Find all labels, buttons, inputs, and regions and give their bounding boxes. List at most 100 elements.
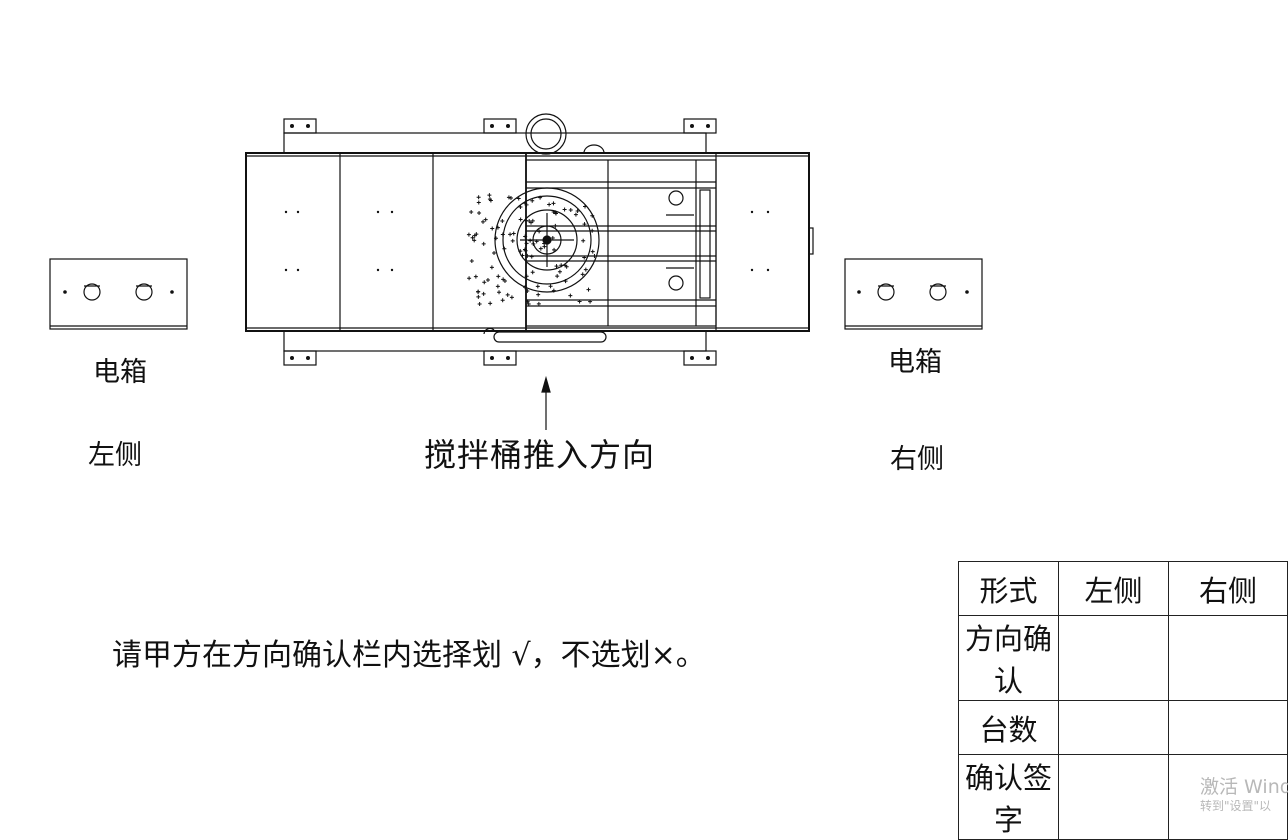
row-label-direction-confirm: 方向确认 (958, 615, 1059, 701)
fastener-mark (534, 239, 539, 244)
table-row: 方向确认 (958, 615, 1288, 701)
fastener-mark (469, 209, 474, 214)
fastener-mark (467, 276, 472, 281)
fastener-mark (485, 278, 490, 283)
fastener-mark (505, 292, 510, 297)
fastener-mark (497, 290, 502, 295)
fastener-mark (501, 277, 506, 282)
fastener-mark (481, 241, 486, 246)
left-side-label: 左侧 (88, 440, 142, 471)
left-electric-box-label: 电箱 (93, 357, 147, 388)
fastener-mark (472, 233, 477, 238)
fastener-mark (477, 301, 482, 306)
fastener-mark (476, 200, 481, 205)
fastener-mark (487, 193, 492, 198)
fastener-mark (502, 246, 507, 251)
fastener-mark (553, 211, 558, 216)
fastener-mark (568, 208, 573, 213)
fastener-mark (524, 241, 529, 246)
direction-left-cell[interactable] (1058, 615, 1169, 701)
fastener-mark (524, 274, 529, 279)
fastener-mark (548, 284, 553, 289)
fastener-mark (525, 288, 530, 293)
fastener-mark (531, 241, 536, 246)
fastener-mark (590, 228, 595, 233)
table-header-left: 左侧 (1058, 561, 1169, 616)
fastener-mark (500, 232, 505, 237)
fastener-mark (481, 291, 486, 296)
row-label-quantity: 台数 (958, 700, 1059, 755)
fastener-mark (477, 210, 482, 215)
fastener-mark (530, 270, 535, 275)
table-row: 台数 (958, 700, 1288, 755)
right-electric-box-label: 电箱 (888, 347, 942, 378)
fastener-mark (554, 264, 559, 269)
fastener-mark (500, 298, 505, 303)
fastener-mark (518, 217, 523, 222)
signature-left-cell[interactable] (1058, 754, 1169, 840)
direction-right-cell[interactable] (1168, 615, 1288, 701)
push-direction-label: 搅拌桶推入方向 (424, 436, 656, 474)
fastener-mark (472, 238, 477, 243)
mixer-machine (245, 113, 814, 366)
fastener-mark (586, 287, 591, 292)
fastener-mark (543, 236, 548, 241)
fastener-mark (495, 284, 500, 289)
fastener-mark (482, 280, 487, 285)
fastener-mark (466, 232, 471, 237)
fastener-mark (508, 196, 513, 201)
fastener-mark (496, 274, 501, 279)
fastener-mark (537, 229, 542, 234)
fastener-mark (562, 207, 567, 212)
fastener-mark (530, 198, 535, 203)
fastener-mark (551, 209, 556, 214)
fastener-mark (559, 263, 564, 268)
row-label-signature: 确认签字 (958, 754, 1059, 840)
fastener-mark (536, 301, 541, 306)
fastener-mark (525, 299, 530, 304)
quantity-left-cell[interactable] (1058, 700, 1169, 755)
fastener-mark (511, 231, 516, 236)
quantity-right-cell[interactable] (1168, 700, 1288, 755)
fastener-mark (526, 301, 531, 306)
fastener-mark (590, 249, 595, 254)
fastener-mark (487, 197, 492, 202)
fastener-mark (481, 219, 486, 224)
fastener-mark (523, 285, 528, 290)
fastener-mark (490, 226, 495, 231)
fastener-mark (583, 267, 588, 272)
table-header-right: 右侧 (1168, 561, 1288, 616)
table-header-row: 形式 左侧 右侧 (958, 561, 1288, 616)
fastener-mark (538, 246, 543, 251)
fastener-mark (525, 253, 530, 258)
fastener-mark (542, 244, 547, 249)
fastener-mark (536, 292, 541, 297)
fastener-mark (592, 254, 597, 259)
push-direction-arrow (541, 375, 551, 430)
fastener-mark (518, 249, 523, 254)
fastener-mark (492, 251, 497, 256)
fastener-mark (473, 274, 478, 279)
left-electric-box (49, 258, 188, 330)
right-electric-box (844, 258, 983, 330)
fastener-mark (488, 301, 493, 306)
table-header-form: 形式 (958, 561, 1059, 616)
activation-watermark: 激活 Wind (1200, 776, 1288, 798)
fastener-mark (529, 254, 534, 259)
right-side-label: 右侧 (890, 444, 944, 475)
fastener-mark (516, 196, 521, 201)
fastener-mark (522, 247, 527, 252)
fastener-mark (538, 195, 543, 200)
fastener-mark (568, 293, 573, 298)
fastener-mark (523, 201, 528, 206)
fastener-mark (551, 288, 556, 293)
fastener-mark (469, 259, 474, 264)
fastener-mark (557, 269, 562, 274)
fastener-mark (581, 238, 586, 243)
activation-watermark-hint: 转到"设置"以 (1200, 799, 1272, 813)
fastener-mark (528, 238, 533, 243)
fastener-mark (555, 274, 560, 279)
fastener-mark (520, 253, 525, 258)
fastener-mark (580, 272, 585, 277)
fastener-mark (489, 265, 494, 270)
